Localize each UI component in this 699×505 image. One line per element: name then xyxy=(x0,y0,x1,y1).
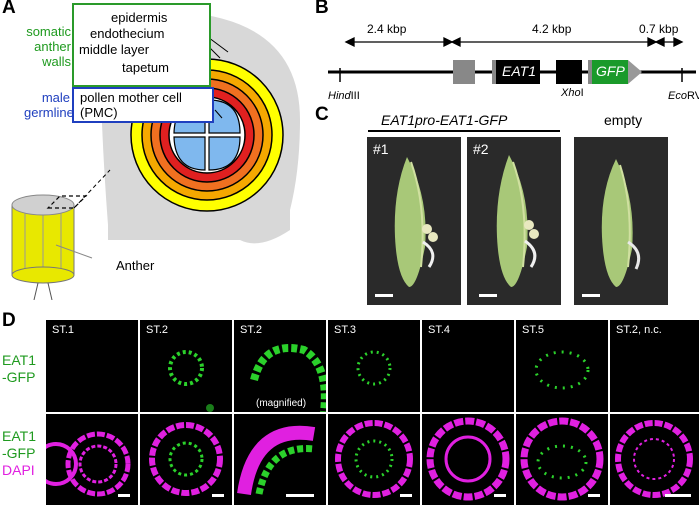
flower-photo-empty xyxy=(574,137,668,305)
scalebar xyxy=(400,494,412,497)
distance-1: 2.4 kbp xyxy=(367,22,407,36)
tapetum-label: tapetum xyxy=(122,60,169,75)
gfp-tile-st4: ST.4 xyxy=(422,320,514,412)
gfp-tile-st2: ST.2 xyxy=(140,320,232,412)
eat1-box xyxy=(496,60,540,84)
gfp-tile-st2-nc: ST.2, n.c. xyxy=(610,320,699,412)
merge-tile-st2-magnified xyxy=(234,414,326,505)
panel-b-label: B xyxy=(315,0,329,18)
hindiii-site-label: HindIII xyxy=(328,90,360,102)
middle-layer-label: middle layer xyxy=(79,42,150,57)
exon-gray-box xyxy=(453,60,475,84)
photo-empty-scalebar xyxy=(582,294,600,297)
merge-tile-st2-nc xyxy=(610,414,699,505)
anther-3d-illustration xyxy=(11,169,111,300)
row2-label-line2: -GFP xyxy=(2,445,36,461)
stage-label: ST.5 xyxy=(522,324,545,336)
pmc-label: pollen mother cell (PMC) xyxy=(80,90,182,120)
row1-label-line2: -GFP xyxy=(2,369,36,385)
gfp-box xyxy=(592,60,628,84)
microscopy-grid: ST.1 ST.2 ST.2 (magnified) ST.3 ST.4 ST.… xyxy=(46,320,699,505)
panel-d-label: D xyxy=(2,310,16,331)
merge-tile-st3 xyxy=(328,414,420,505)
distance-2: 4.2 kbp xyxy=(532,22,572,36)
male-germline-label: male germline xyxy=(24,90,74,120)
row2-label-line1: EAT1 xyxy=(2,428,36,444)
magnified-label: (magnified) xyxy=(256,398,307,409)
merge-tile-st1 xyxy=(46,414,138,505)
row2-label-line3: DAPI xyxy=(2,462,35,478)
germline-box xyxy=(72,87,214,123)
somatic-walls-box xyxy=(72,3,211,87)
distance-3: 0.7 kbp xyxy=(639,22,679,36)
stage-label: ST.4 xyxy=(428,324,451,336)
exon-black-box xyxy=(556,60,582,84)
merge-tile-st5 xyxy=(516,414,608,505)
stage-label: ST.1 xyxy=(52,324,75,336)
merge-tile-st2 xyxy=(140,414,232,505)
row2-label: EAT1 -GFP DAPI xyxy=(2,428,36,479)
photo-2-scalebar xyxy=(479,294,497,297)
gfp-tile-st5: ST.5 xyxy=(516,320,608,412)
anther-cross-section-diagram xyxy=(11,3,300,300)
panel-c-label: C xyxy=(315,104,329,125)
gfp-tile-st2-magnified: ST.2 (magnified) xyxy=(234,320,326,412)
gfp-tile-st1: ST.1 xyxy=(46,320,138,412)
scalebar xyxy=(118,494,130,497)
endothecium-label: endothecium xyxy=(90,26,165,41)
row1-label-line1: EAT1 xyxy=(2,352,36,368)
construct-label: EAT1pro-EAT1-GFP xyxy=(381,112,508,128)
scalebar xyxy=(665,494,691,497)
row1-label: EAT1 -GFP xyxy=(2,352,36,386)
eat1-gene-label: EAT1 xyxy=(502,63,536,79)
scalebar xyxy=(212,494,224,497)
gfp-tile-st3: ST.3 xyxy=(328,320,420,412)
photo-1-scalebar xyxy=(375,294,393,297)
flower-photo-1: #1 xyxy=(367,137,461,305)
pollen-mother-cells xyxy=(173,99,241,171)
xhoi-site-label: XhoI xyxy=(561,87,584,99)
scalebar xyxy=(588,494,600,497)
stage-label: ST.2 xyxy=(146,324,169,336)
scalebar xyxy=(494,494,506,497)
photo-1-label: #1 xyxy=(373,141,389,157)
terminator-arrow xyxy=(628,60,642,84)
stage-label: ST.2 xyxy=(240,324,263,336)
somatic-anther-walls-label: somatic anther walls xyxy=(26,24,71,69)
scalebar xyxy=(286,494,314,497)
stage-label: ST.3 xyxy=(334,324,357,336)
gfp-gene-label: GFP xyxy=(596,63,625,79)
distance-arrows xyxy=(344,36,684,48)
stage-label: ST.2, n.c. xyxy=(616,324,662,336)
epidermis-label: epidermis xyxy=(111,10,168,25)
flower-photo-2: #2 xyxy=(467,137,561,305)
empty-label: empty xyxy=(604,112,643,128)
gene-construct-diagram xyxy=(328,36,696,84)
merge-tile-st4 xyxy=(422,414,514,505)
anther-label: Anther xyxy=(116,258,155,273)
photo-2-label: #2 xyxy=(473,141,489,157)
panel-a-label: A xyxy=(2,0,16,18)
construct-underline xyxy=(368,130,560,132)
ecorv-site-label: EcoRV xyxy=(668,90,699,102)
